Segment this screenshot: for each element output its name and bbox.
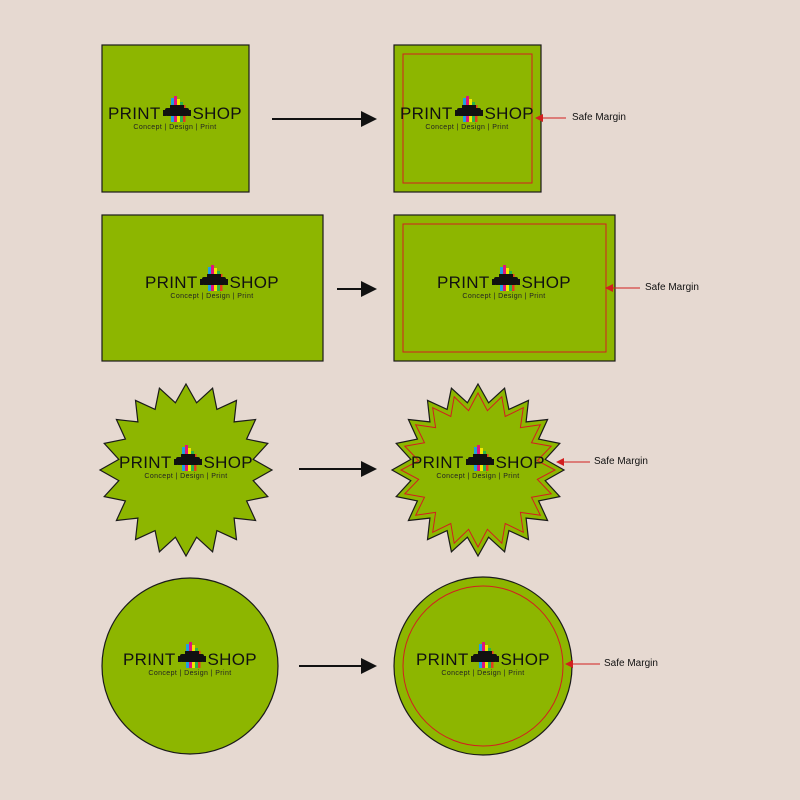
circle-safe-margin-line [402,585,564,747]
logo-word-shop: SHOP [484,104,534,123]
logo-word-print: PRINT [108,104,161,123]
logo-tagline: Concept | Design | Print [441,670,525,677]
printshop-logo: PRINT SHOP Concept | Design | Print [105,96,245,131]
printshop-logo: PRINT SHOP Concept | Design | Print [116,445,256,480]
printshop-logo: PRINT SHOP Concept | Design | Print [434,265,574,300]
logo-word-print: PRINT [437,273,490,292]
printshop-logo: PRINT SHOP Concept | Design | Print [397,96,537,131]
printer-icon [173,445,203,471]
printshop-logo: PRINT SHOP Concept | Design | Print [142,265,282,300]
printer-icon [465,445,495,471]
safe-margin-label: Safe Margin [645,282,699,293]
logo-tagline: Concept | Design | Print [462,293,546,300]
square-safe-margin-line [402,53,533,184]
logo-tagline: Concept | Design | Print [436,473,520,480]
logo-tagline: Concept | Design | Print [425,124,509,131]
logo-word-print: PRINT [400,104,453,123]
logo-tagline: Concept | Design | Print [133,124,217,131]
logo-tagline: Concept | Design | Print [148,670,232,677]
logo-word-shop: SHOP [203,453,253,472]
logo-word-shop: SHOP [229,273,279,292]
logo-word-print: PRINT [145,273,198,292]
printer-icon [199,265,229,291]
logo-word-print: PRINT [411,453,464,472]
printer-icon [491,265,521,291]
logo-word-shop: SHOP [521,273,571,292]
printshop-logo: PRINT SHOP Concept | Design | Print [120,642,260,677]
logo-word-print: PRINT [416,650,469,669]
logo-word-print: PRINT [119,453,172,472]
logo-word-shop: SHOP [500,650,550,669]
safe-margin-label: Safe Margin [594,456,648,467]
logo-word-shop: SHOP [495,453,545,472]
logo-word-shop: SHOP [207,650,257,669]
safe-margin-label: Safe Margin [572,112,626,123]
printer-icon [470,642,500,668]
printer-icon [177,642,207,668]
printer-icon [162,96,192,122]
printshop-logo: PRINT SHOP Concept | Design | Print [413,642,553,677]
logo-word-print: PRINT [123,650,176,669]
logo-tagline: Concept | Design | Print [144,473,228,480]
logo-tagline: Concept | Design | Print [170,293,254,300]
printer-icon [454,96,484,122]
logo-word-shop: SHOP [192,104,242,123]
safe-margin-label: Safe Margin [604,658,658,669]
printshop-logo: PRINT SHOP Concept | Design | Print [408,445,548,480]
starburst-safe-margin-line [399,391,557,549]
